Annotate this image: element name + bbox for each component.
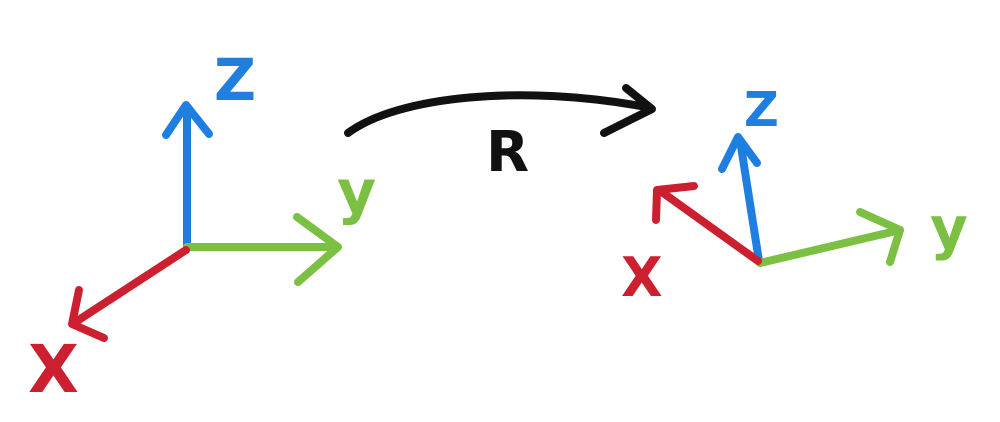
right-z-axis-arrowhead — [718, 133, 761, 173]
right-x-axis-arrowhead — [652, 182, 698, 224]
right-z-axis-line — [736, 136, 763, 265]
right-z-axis — [718, 133, 763, 265]
right-x-axis — [652, 182, 762, 265]
rotation-arrow: R — [344, 84, 656, 185]
left-y-label: y — [337, 157, 376, 227]
left-z-label: Z — [214, 46, 256, 114]
right-y-label: y — [930, 194, 968, 262]
rotation-arc — [344, 91, 650, 137]
left-x-axis — [68, 246, 190, 342]
left-z-axis — [162, 101, 213, 250]
left-z-axis-arrowhead — [162, 101, 213, 139]
right-y-axis-line — [756, 226, 904, 267]
rotation-arrowhead — [600, 84, 656, 137]
left-x-axis-line — [70, 246, 190, 327]
left-y-axis-arrowhead — [293, 213, 342, 286]
right-x-label: X — [621, 246, 663, 309]
left-x-axis-arrowhead — [68, 286, 108, 342]
rotation-label: R — [486, 120, 529, 185]
left-x-label: X — [28, 331, 79, 408]
right-z-label: Z — [744, 82, 779, 138]
right-x-axis-line — [655, 186, 762, 265]
right-y-axis — [756, 208, 904, 267]
left-y-axis — [183, 213, 342, 286]
right-frame: Z y X — [621, 82, 968, 309]
right-y-axis-arrowhead — [856, 208, 904, 266]
left-frame: Z y X — [28, 46, 376, 408]
